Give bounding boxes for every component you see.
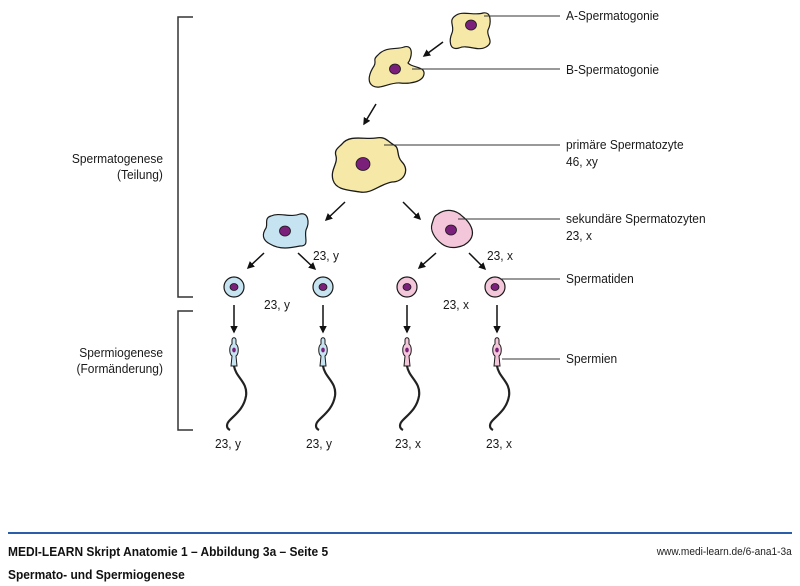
label-a-spermatogonie: A-Spermatogonie	[566, 8, 660, 23]
spermium-2	[314, 337, 337, 431]
footer-divider	[8, 532, 792, 534]
label-spermien: Spermien	[566, 351, 618, 366]
bracket-spermatogenese	[177, 16, 193, 298]
label-spermatiden: Spermatiden	[566, 271, 634, 286]
label-primaere-spermatozyte: primäre Spermatozyte	[566, 137, 684, 152]
karyotype-spermatids-left: 23, y	[264, 297, 290, 312]
arrow-b-to-primary	[363, 103, 377, 126]
label-primaere-karyotyp: 46, xy	[566, 154, 598, 169]
arrow-sec-left-to-spermatid-2	[297, 252, 317, 271]
spermatid-2	[312, 276, 334, 298]
label-sekundaere-spermatozyten: sekundäre Spermatozyten	[566, 211, 706, 226]
arrow-a-to-b	[422, 41, 444, 57]
sperm-tail	[398, 365, 421, 431]
spermium-3	[398, 337, 421, 431]
karyotype-secondary-left: 23, y	[313, 248, 339, 263]
spermium-4	[488, 337, 511, 431]
spermatogenesis-diagram	[177, 12, 560, 431]
label-b-spermatogonie: B-Spermatogonie	[566, 62, 660, 77]
karyotype-sperm-3: 23, x	[395, 436, 421, 451]
bracket-label-spermiogenese: Spermiogenese	[79, 345, 163, 360]
arrow-primary-to-secondary-right	[402, 201, 422, 221]
karyotype-sperm-2: 23, y	[306, 436, 332, 451]
bracket-sublabel-teilung: (Teilung)	[117, 167, 163, 182]
sperm-nucleus	[495, 347, 499, 353]
footer-url: www.medi-learn.de/6-ana1-3a	[656, 546, 792, 558]
arrow-primary-to-secondary-left	[324, 201, 346, 222]
sperm-nucleus	[232, 347, 236, 353]
spermatid-4	[484, 276, 506, 298]
footer-title: MEDI-LEARN Skript Anatomie 1 – Abbildung…	[8, 544, 329, 559]
arrow-sec-right-to-spermatid-4	[468, 252, 487, 271]
footer-subtitle: Spermato- und Spermiogenese	[8, 567, 185, 582]
spermium-1	[225, 337, 248, 431]
bracket-spermiogenese	[177, 310, 193, 431]
spermatid-3	[396, 276, 418, 298]
sekundaere-spermatozyte-x-cell	[430, 209, 474, 249]
sperm-tail	[488, 365, 511, 431]
sekundaere-spermatozyte-y-cell	[262, 213, 309, 249]
arrow-sec-right-to-spermatid-3	[417, 252, 437, 269]
primaere-spermatozyte-cell	[331, 136, 407, 193]
karyotype-secondary-right: 23, x	[487, 248, 513, 263]
sperm-nucleus	[321, 347, 325, 353]
sperm-nucleus	[405, 347, 409, 353]
sperm-tail	[314, 365, 337, 431]
b-spermatogonie-cell	[368, 46, 425, 88]
label-sekundaere-karyotyp: 23, x	[566, 228, 592, 243]
sperm-tail	[225, 365, 248, 431]
arrow-sec-left-to-spermatid-1	[246, 252, 265, 270]
bracket-label-spermatogenese: Spermatogenese	[71, 151, 163, 166]
karyotype-sperm-4: 23, x	[486, 436, 512, 451]
karyotype-sperm-1: 23, y	[215, 436, 241, 451]
bracket-sublabel-formaenderung: (Formänderung)	[76, 361, 163, 376]
karyotype-spermatids-right: 23, x	[443, 297, 469, 312]
a-spermatogonie-cell	[449, 12, 491, 50]
spermatid-1	[223, 276, 245, 298]
